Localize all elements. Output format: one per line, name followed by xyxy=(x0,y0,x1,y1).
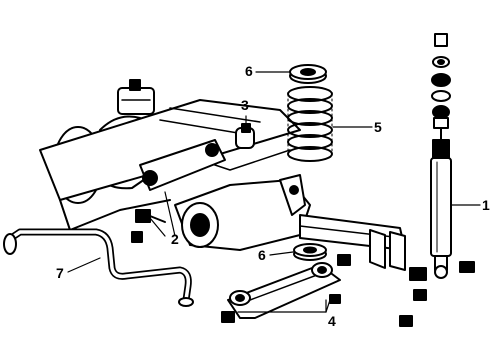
bolts xyxy=(131,209,166,243)
upper-control-arm xyxy=(139,139,226,191)
frame-rail xyxy=(39,99,301,231)
leader-lines xyxy=(67,71,481,313)
callout-7: 7 xyxy=(56,265,64,281)
callout-6-upper: 6 xyxy=(245,63,253,79)
axle-housing xyxy=(174,179,406,271)
lower-control-arm xyxy=(221,254,351,323)
upper-spring-insulator xyxy=(289,64,327,84)
callout-1: 1 xyxy=(482,197,490,213)
callout-5: 5 xyxy=(374,119,382,135)
callout-4: 4 xyxy=(328,313,336,329)
callout-6-lower: 6 xyxy=(258,247,266,263)
coil-spring xyxy=(287,86,333,162)
shock-absorber xyxy=(399,33,475,327)
stabilizer-bar xyxy=(3,228,194,307)
spring-perch-bracket xyxy=(279,174,306,216)
upper-mount xyxy=(117,79,155,115)
lower-spring-insulator xyxy=(293,243,327,261)
callout-3: 3 xyxy=(241,97,249,113)
callout-2: 2 xyxy=(171,231,179,247)
bushing xyxy=(235,123,255,149)
